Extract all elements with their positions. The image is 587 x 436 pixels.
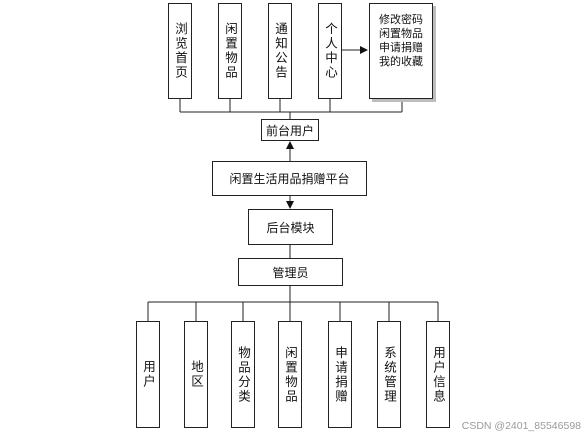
- module-personal-center-label: 个人中心: [323, 22, 338, 80]
- module-idle-items-back: 闲置物品: [278, 321, 302, 428]
- module-system-management: 系统管理: [377, 321, 401, 428]
- personal-center-detail-box: 修改密码 闲置物品 申请捐赠 我的收藏: [369, 3, 433, 99]
- platform-node: 闲置生活用品捐赠平台: [212, 161, 367, 196]
- module-donation-requests: 申请捐赠: [328, 321, 352, 428]
- front-user-node: 前台用户: [261, 119, 319, 141]
- watermark-text: CSDN @2401_85546598: [461, 420, 581, 432]
- module-item-categories-label: 物品分类: [236, 345, 251, 404]
- module-system-management-label: 系统管理: [382, 345, 397, 404]
- module-browse-home: 浏览首页: [168, 3, 192, 99]
- admin-label: 管理员: [272, 265, 309, 280]
- front-user-label: 前台用户: [265, 123, 314, 138]
- module-user-info-label: 用户信息: [431, 345, 446, 404]
- module-idle-items-back-label: 闲置物品: [283, 345, 298, 404]
- module-user-info: 用户信息: [426, 321, 450, 428]
- module-personal-center: 个人中心: [318, 3, 342, 99]
- platform-label: 闲置生活用品捐赠平台: [229, 172, 350, 186]
- backend-node: 后台模块: [248, 209, 333, 245]
- module-idle-items: 闲置物品: [218, 3, 242, 99]
- module-browse-home-label: 浏览首页: [173, 22, 188, 80]
- module-users: 用户: [136, 321, 160, 428]
- module-announcements: 通知公告: [268, 3, 292, 99]
- module-donation-requests-label: 申请捐赠: [333, 345, 348, 404]
- module-idle-items-label: 闲置物品: [223, 22, 238, 80]
- module-regions: 地区: [184, 321, 208, 428]
- detail-change-password: 修改密码: [379, 13, 423, 26]
- module-regions-label: 地区: [189, 360, 204, 389]
- detail-apply-donation: 申请捐赠: [379, 41, 423, 54]
- module-users-label: 用户: [141, 360, 156, 389]
- detail-my-favorites: 我的收藏: [379, 55, 423, 68]
- backend-label: 后台模块: [266, 220, 315, 235]
- module-item-categories: 物品分类: [231, 321, 255, 428]
- admin-node: 管理员: [238, 258, 343, 286]
- module-announcements-label: 通知公告: [273, 22, 288, 80]
- detail-idle-items: 闲置物品: [379, 27, 423, 40]
